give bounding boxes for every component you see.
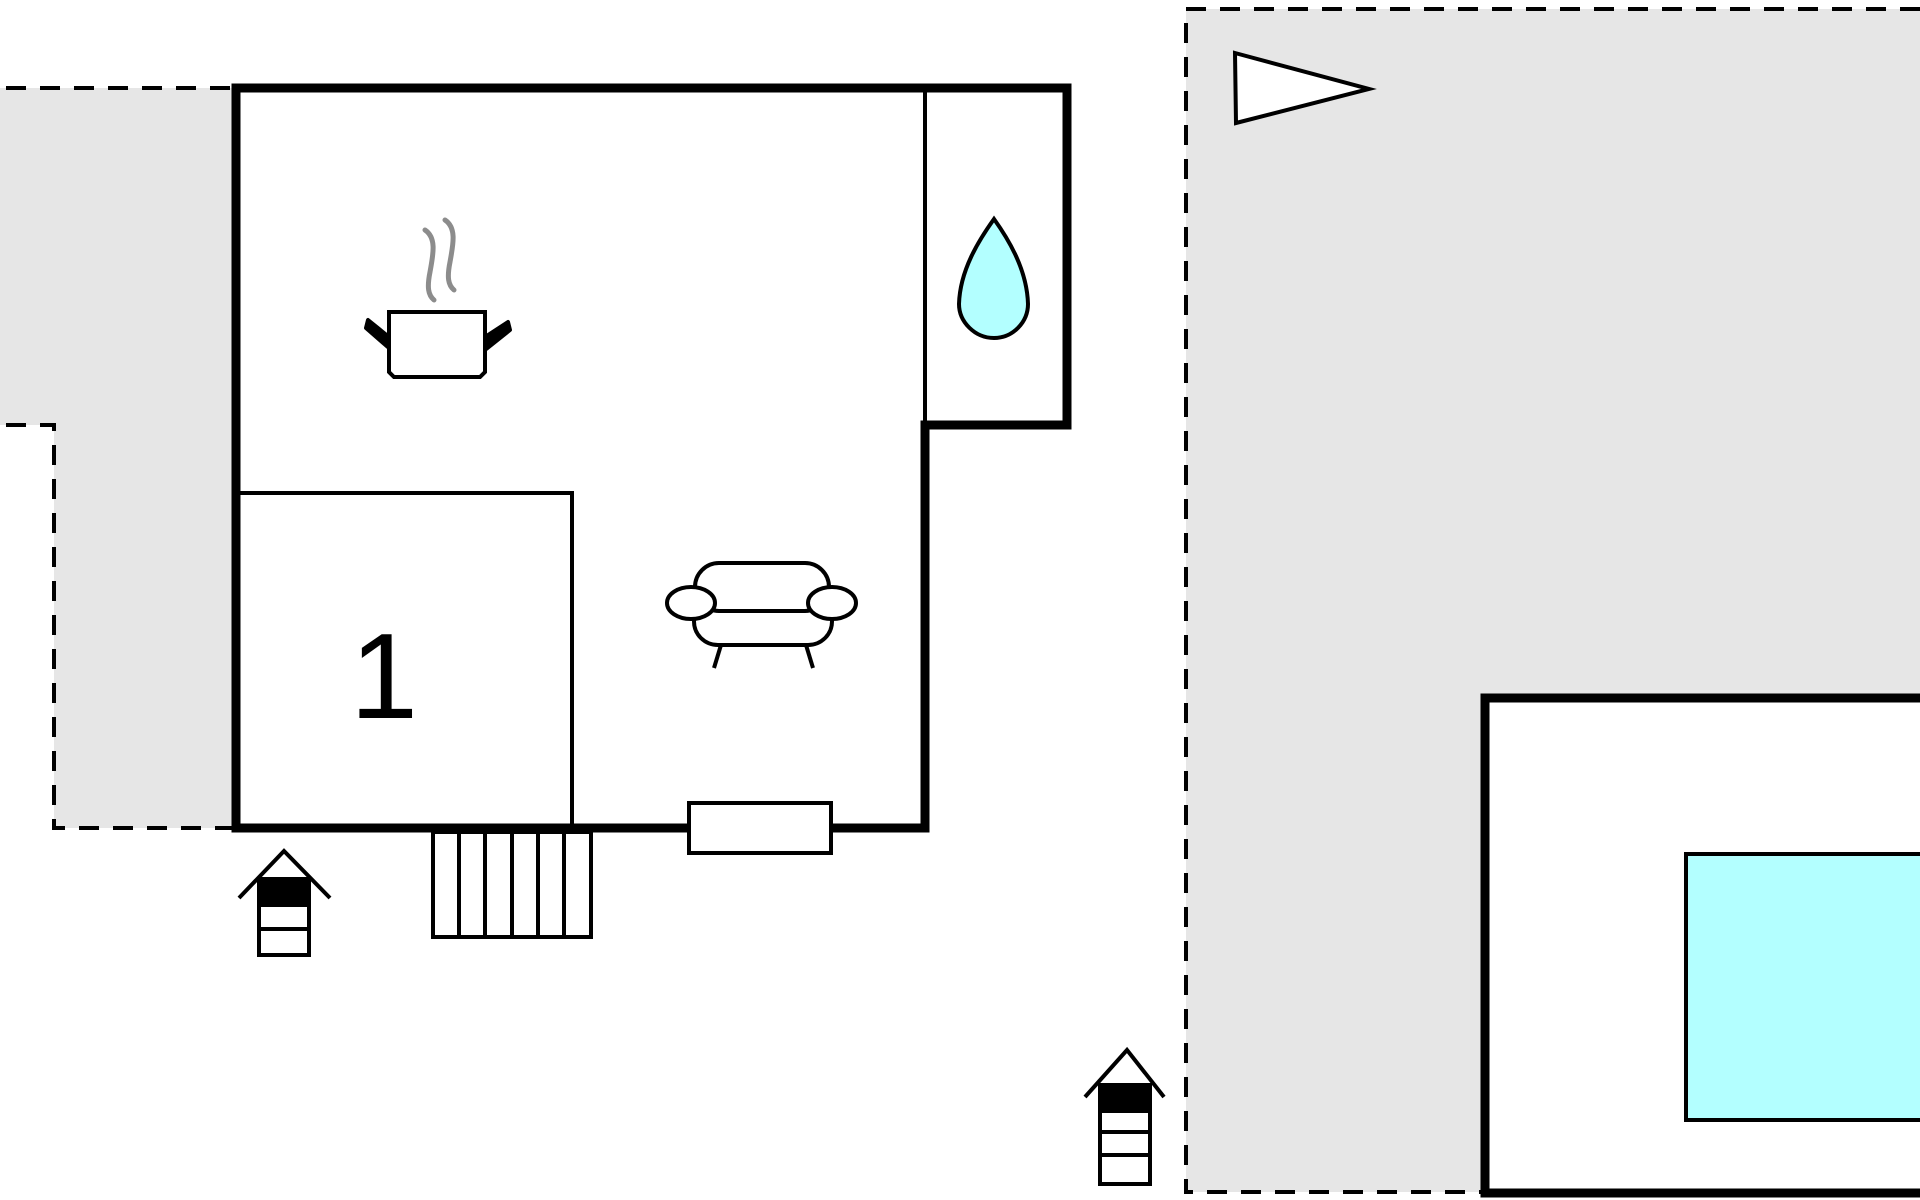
- entrance-steps: [431, 830, 593, 939]
- bedroom-number: 1: [350, 608, 418, 744]
- terrace-left: [0, 88, 236, 828]
- living-room-sofa-icon: [665, 561, 858, 669]
- entrance-house-icon: [237, 848, 332, 957]
- bedroom-wall: [240, 491, 574, 824]
- north-arrow-icon: [1232, 50, 1377, 126]
- bathroom-water-drop-icon: [956, 215, 1031, 341]
- pool-water: [1684, 852, 1920, 1122]
- window: [687, 801, 833, 855]
- kitchen-pot-icon: [364, 217, 512, 379]
- entrance-house-icon-pool: [1083, 1046, 1166, 1186]
- terrace-left-border: [6, 86, 236, 830]
